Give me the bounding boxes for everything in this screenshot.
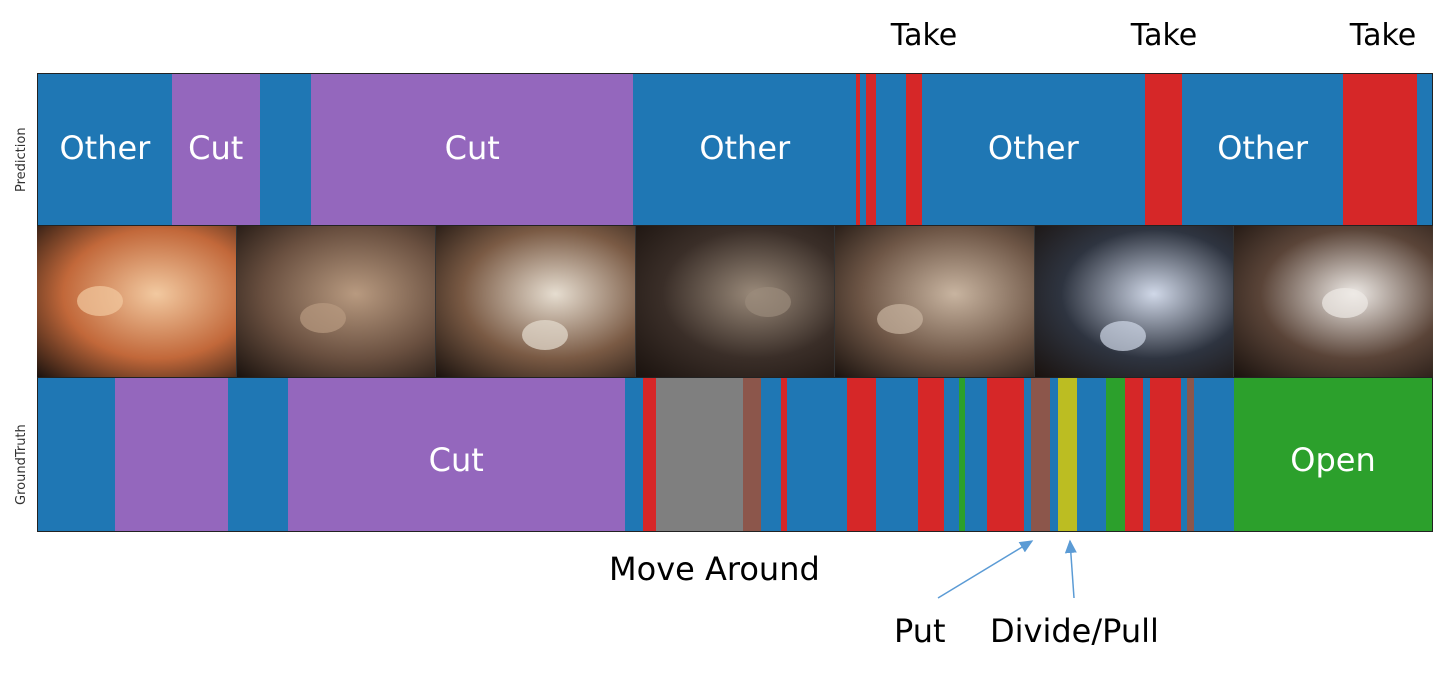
put-arrow bbox=[937, 540, 1034, 599]
frame-object bbox=[522, 320, 569, 350]
groundtruth-segment-move-around bbox=[655, 378, 744, 531]
frame-stove-pans bbox=[635, 226, 836, 377]
groundtruth-segment-other bbox=[1023, 378, 1031, 531]
groundtruth-segment-open bbox=[959, 378, 965, 531]
groundtruth-segment-other bbox=[786, 378, 847, 531]
frame-fridge-open bbox=[1034, 226, 1235, 377]
prediction-bar: Other Cut Cut Other Other Other bbox=[37, 73, 1433, 226]
prediction-segment-label: Cut bbox=[188, 129, 244, 167]
prediction-segment-other bbox=[259, 74, 312, 225]
video-frames-strip bbox=[37, 226, 1434, 377]
groundtruth-segment-label: Open bbox=[1290, 441, 1376, 479]
frame-knife-wall bbox=[37, 226, 237, 377]
groundtruth-segment-other bbox=[944, 378, 960, 531]
groundtruth-segment-take bbox=[1125, 378, 1144, 531]
groundtruth-segment-other bbox=[624, 378, 643, 531]
groundtruth-bar: Cut Open bbox=[37, 377, 1433, 532]
prediction-segment-take bbox=[1144, 74, 1183, 225]
prediction-segment-take bbox=[856, 74, 861, 225]
frame-object bbox=[77, 286, 123, 316]
prediction-segment-label: Other bbox=[1217, 129, 1309, 167]
groundtruth-segment-other bbox=[1193, 378, 1235, 531]
prediction-segment-other bbox=[860, 74, 867, 225]
groundtruth-segment-cut bbox=[114, 378, 228, 531]
groundtruth-segment-other bbox=[1181, 378, 1187, 531]
groundtruth-segment-label: Cut bbox=[428, 441, 484, 479]
prediction-segment-take bbox=[906, 74, 922, 225]
frame-object bbox=[744, 287, 791, 317]
groundtruth-segment-put bbox=[743, 378, 762, 531]
frame-counter-bottles bbox=[236, 226, 437, 377]
groundtruth-segment-take bbox=[846, 378, 876, 531]
groundtruth-segment-put bbox=[1030, 378, 1051, 531]
prediction-segment-other bbox=[38, 74, 172, 225]
frame-object bbox=[1322, 288, 1369, 318]
groundtruth-segment-other bbox=[38, 378, 115, 531]
groundtruth-segment-other bbox=[1050, 378, 1059, 531]
groundtruth-segment-divide-pull bbox=[1058, 378, 1077, 531]
groundtruth-segment-other bbox=[965, 378, 988, 531]
divide-pull-annotation: Divide/Pull bbox=[990, 612, 1159, 650]
prediction-segment-other bbox=[633, 74, 857, 225]
groundtruth-segment-take bbox=[917, 378, 945, 531]
groundtruth-segment-other bbox=[761, 378, 781, 531]
frame-counter-corner bbox=[835, 226, 1035, 377]
take-label-2: Take bbox=[1130, 18, 1198, 53]
groundtruth-segment-take bbox=[1150, 378, 1182, 531]
groundtruth-segment-open bbox=[1234, 378, 1432, 531]
prediction-segment-label: Other bbox=[699, 129, 791, 167]
frame-object bbox=[299, 303, 346, 333]
prediction-segment-label: Other bbox=[987, 129, 1079, 167]
prediction-segment-other bbox=[921, 74, 1145, 225]
prediction-segment-label: Other bbox=[59, 129, 151, 167]
take-label-1: Take bbox=[890, 18, 958, 53]
prediction-segment-other bbox=[875, 74, 907, 225]
groundtruth-segment-other bbox=[227, 378, 288, 531]
prediction-segment-take bbox=[866, 74, 876, 225]
prediction-segment-take bbox=[1342, 74, 1417, 225]
prediction-segment-cut bbox=[311, 74, 634, 225]
groundtruth-segment-other bbox=[875, 378, 918, 531]
prediction-segment-label: Cut bbox=[444, 129, 500, 167]
frame-object bbox=[1099, 321, 1146, 351]
groundtruth-segment-other bbox=[1076, 378, 1106, 531]
groundtruth-segment-take bbox=[642, 378, 656, 531]
prediction-segment-other bbox=[1182, 74, 1343, 225]
take-label-3: Take bbox=[1349, 18, 1417, 53]
groundtruth-segment-take bbox=[781, 378, 787, 531]
groundtruth-segment-take bbox=[987, 378, 1024, 531]
prediction-segment-cut bbox=[171, 74, 260, 225]
divide-pull-arrow bbox=[1064, 539, 1077, 599]
groundtruth-segment-other bbox=[1143, 378, 1151, 531]
frame-hands-paper bbox=[1234, 226, 1434, 377]
frame-object bbox=[877, 304, 924, 334]
groundtruth-segment-cut bbox=[287, 378, 625, 531]
groundtruth-segment-put bbox=[1186, 378, 1194, 531]
move-around-annotation: Move Around bbox=[609, 550, 820, 588]
frame-cutting-plate bbox=[436, 226, 636, 377]
groundtruth-segment-open bbox=[1105, 378, 1126, 531]
put-annotation: Put bbox=[894, 612, 946, 650]
prediction-segment-other bbox=[1416, 74, 1432, 225]
